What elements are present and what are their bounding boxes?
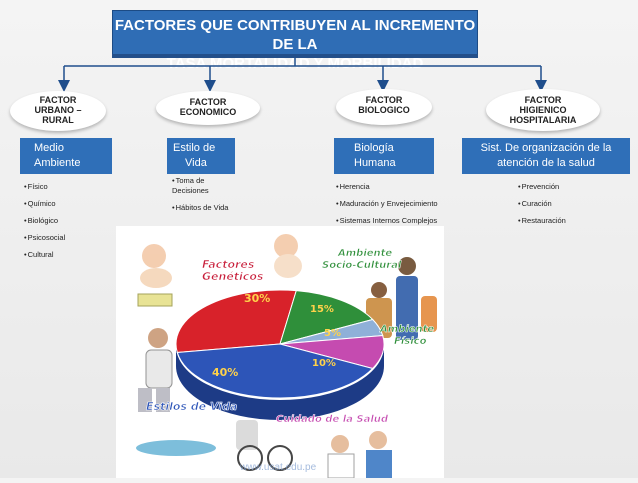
list-item: Herencia bbox=[336, 182, 466, 192]
box-sist-organizacion: Sist. De organización de la atención de … bbox=[462, 138, 630, 174]
category-label-geneticos-2: Genéticos bbox=[202, 270, 264, 283]
diagram-title: FACTORES QUE CONTRIBUYEN AL INCREMENTO D… bbox=[112, 10, 478, 72]
baby-figure-icon bbox=[137, 244, 173, 307]
factor-urbano-rural: FACTOR URBANO – RURAL bbox=[10, 91, 106, 131]
list-item: Curación bbox=[518, 199, 608, 209]
factor-higienico-hospitalaria: FACTOR HIGIENICO HOSPITALARIA bbox=[486, 89, 600, 131]
list-biologia-humana: Herencia Maduración y Envejecimiento Sis… bbox=[336, 182, 466, 233]
list-item: Sistemas Internos Complejos bbox=[336, 216, 466, 226]
factor-economico: FACTOR ECONOMICO bbox=[156, 91, 260, 125]
list-item: Psicosocial bbox=[24, 233, 104, 243]
box-estilo-de-vida: Estilo de Vida bbox=[167, 138, 235, 174]
list-item: Hábitos de Vida bbox=[172, 203, 236, 213]
pie-label-estilos: 40% bbox=[212, 366, 238, 379]
category-label-socio-2: Socio-Cultural bbox=[322, 260, 402, 271]
category-label-fisico-2: Físico bbox=[394, 335, 427, 347]
list-item: Toma de Decisiones bbox=[172, 176, 236, 196]
box-medio-ambiente: Medio Ambiente bbox=[20, 138, 112, 174]
category-label-estilos: Estilos de Vida bbox=[146, 400, 237, 413]
pie-label-geneticos: 30% bbox=[244, 292, 270, 305]
list-item: Maduración y Envejecimiento bbox=[336, 199, 466, 209]
title-line-1: FACTORES QUE CONTRIBUYEN AL INCREMENTO D… bbox=[114, 17, 476, 53]
list-sist-organizacion: Prevención Curación Restauración bbox=[518, 182, 608, 233]
list-item: Biológico bbox=[24, 216, 104, 226]
list-item: Cultural bbox=[24, 250, 104, 260]
category-label-socio-1: Ambiente bbox=[337, 248, 392, 259]
title-underline bbox=[112, 54, 478, 58]
footer-url[interactable]: www.usat.edu.pe bbox=[240, 462, 317, 473]
pie-slice-estilos bbox=[176, 343, 374, 399]
list-medio-ambiente: Físico Químico Biológico Psicosocial Cul… bbox=[24, 182, 104, 267]
list-item: Químico bbox=[24, 199, 104, 209]
box-biologia-humana: Biología Humana bbox=[334, 138, 434, 174]
list-estilo-de-vida: Toma de Decisiones Hábitos de Vida bbox=[172, 176, 236, 220]
category-label-geneticos-1: Factores bbox=[202, 258, 255, 271]
pie-slice-socio-cultural bbox=[279, 290, 374, 345]
toddler-figure-icon bbox=[274, 234, 302, 278]
pie-slices bbox=[175, 289, 385, 399]
list-item: Físico bbox=[24, 182, 104, 192]
pie-label-fisico: 5% bbox=[324, 328, 341, 339]
doctor-figure-icon bbox=[327, 431, 392, 479]
pie-label-cuidado: 10% bbox=[312, 358, 336, 369]
athlete-figure-icon bbox=[138, 328, 173, 412]
factor-biologico: FACTOR BIOLOGICO bbox=[336, 89, 432, 125]
pie-slice-geneticos bbox=[175, 289, 297, 353]
pie-3d-depth bbox=[176, 346, 384, 420]
list-item: Restauración bbox=[518, 216, 608, 226]
pie-label-socio-cultural: 15% bbox=[310, 304, 334, 315]
category-label-fisico-1: Ambiente bbox=[379, 324, 434, 335]
category-label-cuidado: Cuidado de la Salud bbox=[276, 414, 389, 425]
family-figure-icon bbox=[366, 257, 437, 340]
pie-chart-illustration: 30% 15% 5% 10% 40% Factores Genéticos Am… bbox=[116, 226, 444, 479]
list-item: Prevención bbox=[518, 182, 608, 192]
illustration-svg: 30% 15% 5% 10% 40% Factores Genéticos Am… bbox=[136, 234, 437, 479]
